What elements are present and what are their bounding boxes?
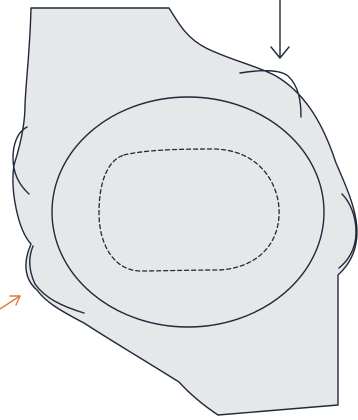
arrow-up-right-icon bbox=[0, 296, 20, 309]
outer-shape bbox=[13, 8, 357, 415]
arrow-down-icon bbox=[271, 0, 289, 58]
